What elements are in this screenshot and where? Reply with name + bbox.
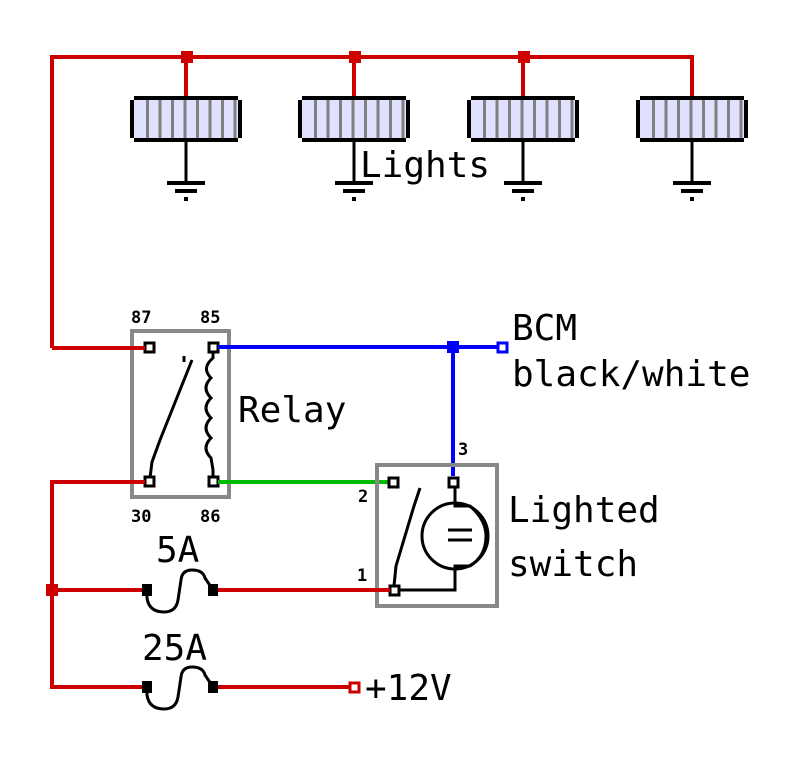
relay-pin-87-label: 87 (131, 308, 151, 328)
relay-pin-85 (207, 341, 220, 354)
relay-pin-30-label: 30 (131, 507, 151, 527)
bcm-junction-dot (447, 341, 459, 353)
ground-icon (335, 142, 373, 201)
light-lamp (636, 96, 748, 142)
switch-label-line1: Lighted (508, 490, 660, 531)
switch-pin-2-label: 2 (358, 487, 368, 507)
switch-housing (375, 463, 499, 608)
switch-pin-2 (387, 476, 400, 489)
bcm-terminal (496, 341, 509, 354)
relay-label: Relay (238, 390, 346, 431)
relay-pin-86-label: 86 (200, 507, 220, 527)
light-lamp (298, 96, 410, 142)
switch-pin-3 (447, 476, 460, 489)
fuse-25a-label: 25A (142, 628, 207, 669)
relay-coil (204, 348, 215, 478)
fuse-25a (142, 665, 218, 711)
bcm-label: BCM (512, 308, 577, 349)
bcm-wire-color-label: black/white (512, 354, 750, 395)
relay: 87 85 30 86 (130, 308, 231, 527)
fuse-5a-label: 5A (156, 530, 200, 571)
relay-housing (130, 329, 231, 499)
supply-junction-dot (46, 584, 58, 596)
lighted-switch: 2 3 1 (357, 440, 499, 608)
relay-contact (148, 359, 194, 479)
relay-pin-85-label: 85 (200, 308, 220, 328)
light-lamp (467, 96, 579, 142)
ground-icon (167, 142, 205, 201)
switch-contact (392, 487, 422, 587)
lights-group (130, 96, 748, 201)
supply-terminal (348, 681, 361, 694)
relay-pin-87 (143, 341, 156, 354)
ground-icon (504, 142, 542, 201)
junction-dots-top (181, 51, 530, 63)
relay-pin-30 (143, 475, 156, 488)
fuse-5a (142, 568, 218, 614)
switch-pin-1-label: 1 (357, 566, 367, 586)
light-feed-wire (50, 55, 694, 348)
switch-pin-3-label: 3 (458, 440, 468, 460)
lights-label: Lights (360, 145, 490, 186)
light-lamp (130, 96, 242, 142)
switch-label-line2: switch (508, 544, 638, 585)
ground-icon (673, 142, 711, 201)
supply-label: +12V (365, 668, 452, 709)
relay-pin-86 (207, 475, 220, 488)
switch-pin-1 (388, 584, 401, 597)
supply-wiring (50, 480, 390, 689)
